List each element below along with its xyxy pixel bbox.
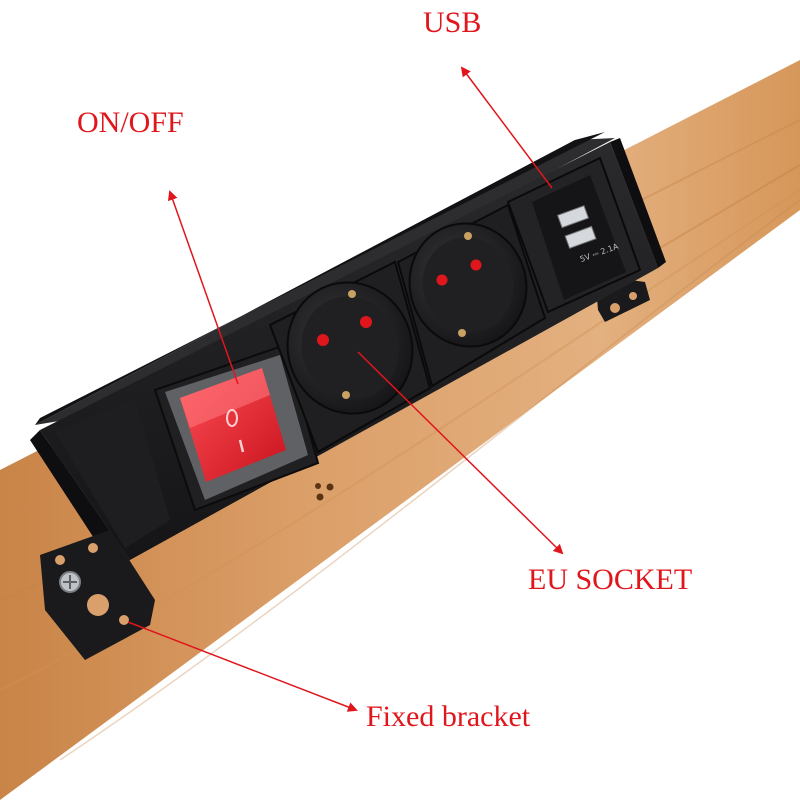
eu-socket-label: EU SOCKET [528,563,693,596]
callout-arrows [127,66,564,712]
socket-pin-hole [436,274,448,286]
socket-pin-hole [360,316,372,328]
fixed-bracket-label: Fixed bracket [366,700,531,733]
left-bracket [40,530,155,660]
end-cap-right [610,138,666,268]
mounting-screw [59,571,81,593]
screw-hole [326,483,334,491]
usb-arrow [460,66,553,189]
off-symbol [226,409,238,427]
eu-socket-2 [396,203,547,388]
socket-pin-hole [317,334,329,346]
usb-label: USB [423,6,482,39]
strip-top-face [35,138,615,425]
on-off-arrow [167,190,239,385]
usb-module: 5V ⎓ 2.1A [506,156,642,314]
rocker-switch [153,343,320,512]
on-off-label: ON/OFF [77,106,184,139]
blank-panel [55,398,170,548]
fixed-bracket-arrow [127,621,358,712]
eu-socket-arrow [357,351,564,555]
usb-port-2 [564,225,597,249]
on-symbol [238,439,245,453]
screw-hole [315,483,321,489]
eu-socket-1 [268,260,432,454]
usb-port-1 [557,205,590,229]
socket-pin-hole [470,259,482,271]
screw-hole [316,493,324,501]
